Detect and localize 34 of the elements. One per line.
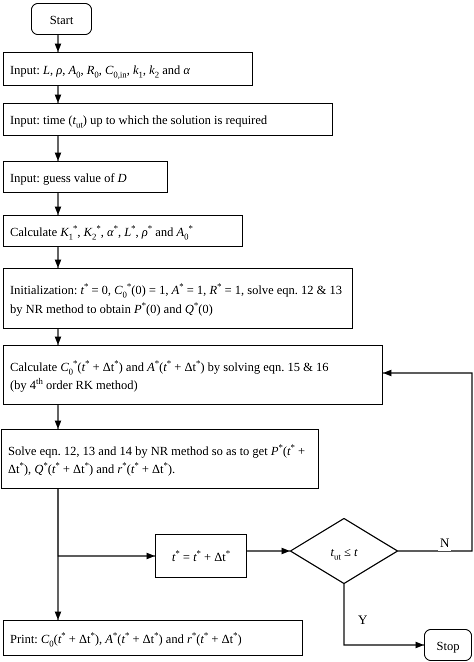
terminal-box bbox=[31, 3, 92, 36]
arrow bbox=[54, 489, 62, 620]
process-box bbox=[155, 534, 247, 578]
node-text: t$^{*}$ = t$^{*}$ + Δt$^{*}$ bbox=[172, 546, 230, 566]
node-text: Input: guess value of D bbox=[10, 170, 127, 187]
node-text: Input: L, ρ, A$_{0}$, R$_{0}$, C$_{0,in}$, k$_{1}$, k$_{2}$ and α bbox=[10, 62, 190, 82]
arrow bbox=[343, 584, 424, 648]
process-box bbox=[3, 215, 243, 248]
node-text: Calculate C$_{0}$$^{*}$(t$^{*}$ + Δt$^{*}$) and A$^{*}$(t$^{*}$ + Δt$^{*}$) by solving eqn. 15 & 16 (by 4$^{th}$ order RK method) bbox=[10, 356, 330, 394]
node-text: t$_{ut}$ ≤ t bbox=[330, 544, 358, 564]
node-text: Print: C$_{0}$(t$^{*}$ + Δt$^{*}$), A$^{*}$(t$^{*}$ + Δt$^{*}$) and r$^{*}$(t$^{*}$ + Δt$^{*}$) bbox=[10, 628, 242, 650]
arrow bbox=[54, 35, 62, 52]
node-text: Stop bbox=[436, 638, 460, 655]
arrow bbox=[54, 247, 62, 268]
arrow bbox=[54, 136, 62, 161]
node-text: Initialization: t$^{*}$ = 0, C$_{0}$$^{*}$(0) = 1, A$^{*}$ = 1, R$^{*}$ = 1, solve eqn. 12 & 13 by NR method to obtain P$^{*}$(0) and Q$^{*}$(0) bbox=[10, 280, 344, 318]
arrow bbox=[54, 405, 62, 429]
process-box bbox=[3, 345, 383, 405]
node-text: Start bbox=[50, 12, 74, 29]
process-box bbox=[3, 620, 303, 656]
arrow bbox=[54, 329, 62, 345]
arrow bbox=[247, 548, 290, 554]
process-box bbox=[3, 161, 168, 194]
terminal-box bbox=[424, 629, 472, 662]
process-box bbox=[3, 52, 253, 86]
node-text: Solve eqn. 12, 13 and 14 by NR method so as to get P$^{*}$(t$^{*}$ + Δt$^{*}$), Q$^{*}$(t$^{*}$ + Δt$^{*}$) and r$^{*}$(t$^{*}$ + Δt$^{*}$). bbox=[8, 440, 306, 478]
decision-diamond bbox=[290, 518, 398, 584]
process-box bbox=[3, 268, 353, 329]
node-text: Input: time (t$_{ut}$) up to which the solution is required bbox=[10, 112, 268, 132]
arrow bbox=[54, 193, 62, 215]
process-box bbox=[1, 429, 319, 489]
process-box bbox=[3, 103, 333, 136]
arrow bbox=[383, 370, 473, 552]
arrow bbox=[54, 86, 62, 103]
